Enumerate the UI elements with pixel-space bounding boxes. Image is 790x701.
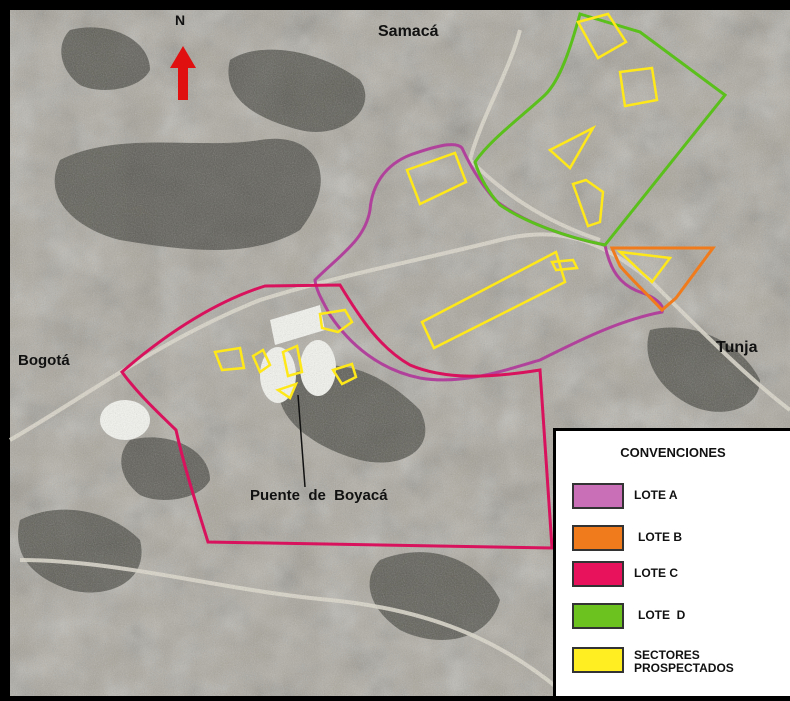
legend-label-lote-d: LOTE D [638,608,686,622]
lote-d-boundary [473,12,728,247]
north-arrow-icon [170,46,196,100]
place-samaca: Samacá [378,23,439,40]
lote-c-boundary [119,283,554,550]
north-label: N [175,12,186,28]
place-bogota: Bogotá [18,352,70,369]
legend-label-sectores: SECTORES PROSPECTADOS [634,648,734,675]
legend-label-lote-c: LOTE C [634,566,678,580]
lote-a-boundary [313,143,665,382]
legend-label-lote-b: LOTE B [638,530,682,544]
legend-swatch-lote-b [572,525,624,551]
legend-swatch-lote-c [572,561,624,587]
place-puente-de-boyaca: Puente de Boyacá [250,487,388,504]
legend-swatch-lote-d [572,603,624,629]
sectores-prospectados [213,12,673,400]
legend-box: CONVENCIONES LOTE A LOTE B LOTE C LOTE D… [553,428,790,696]
legend-swatch-lote-a [572,483,624,509]
lote-b-boundary [609,246,716,313]
legend-title: CONVENCIONES [620,445,726,460]
legend-label-lote-a: LOTE A [634,488,678,502]
legend-swatch-sectores [572,647,624,673]
puente-pointer-line [297,394,306,488]
place-tunja: Tunja [716,339,758,356]
